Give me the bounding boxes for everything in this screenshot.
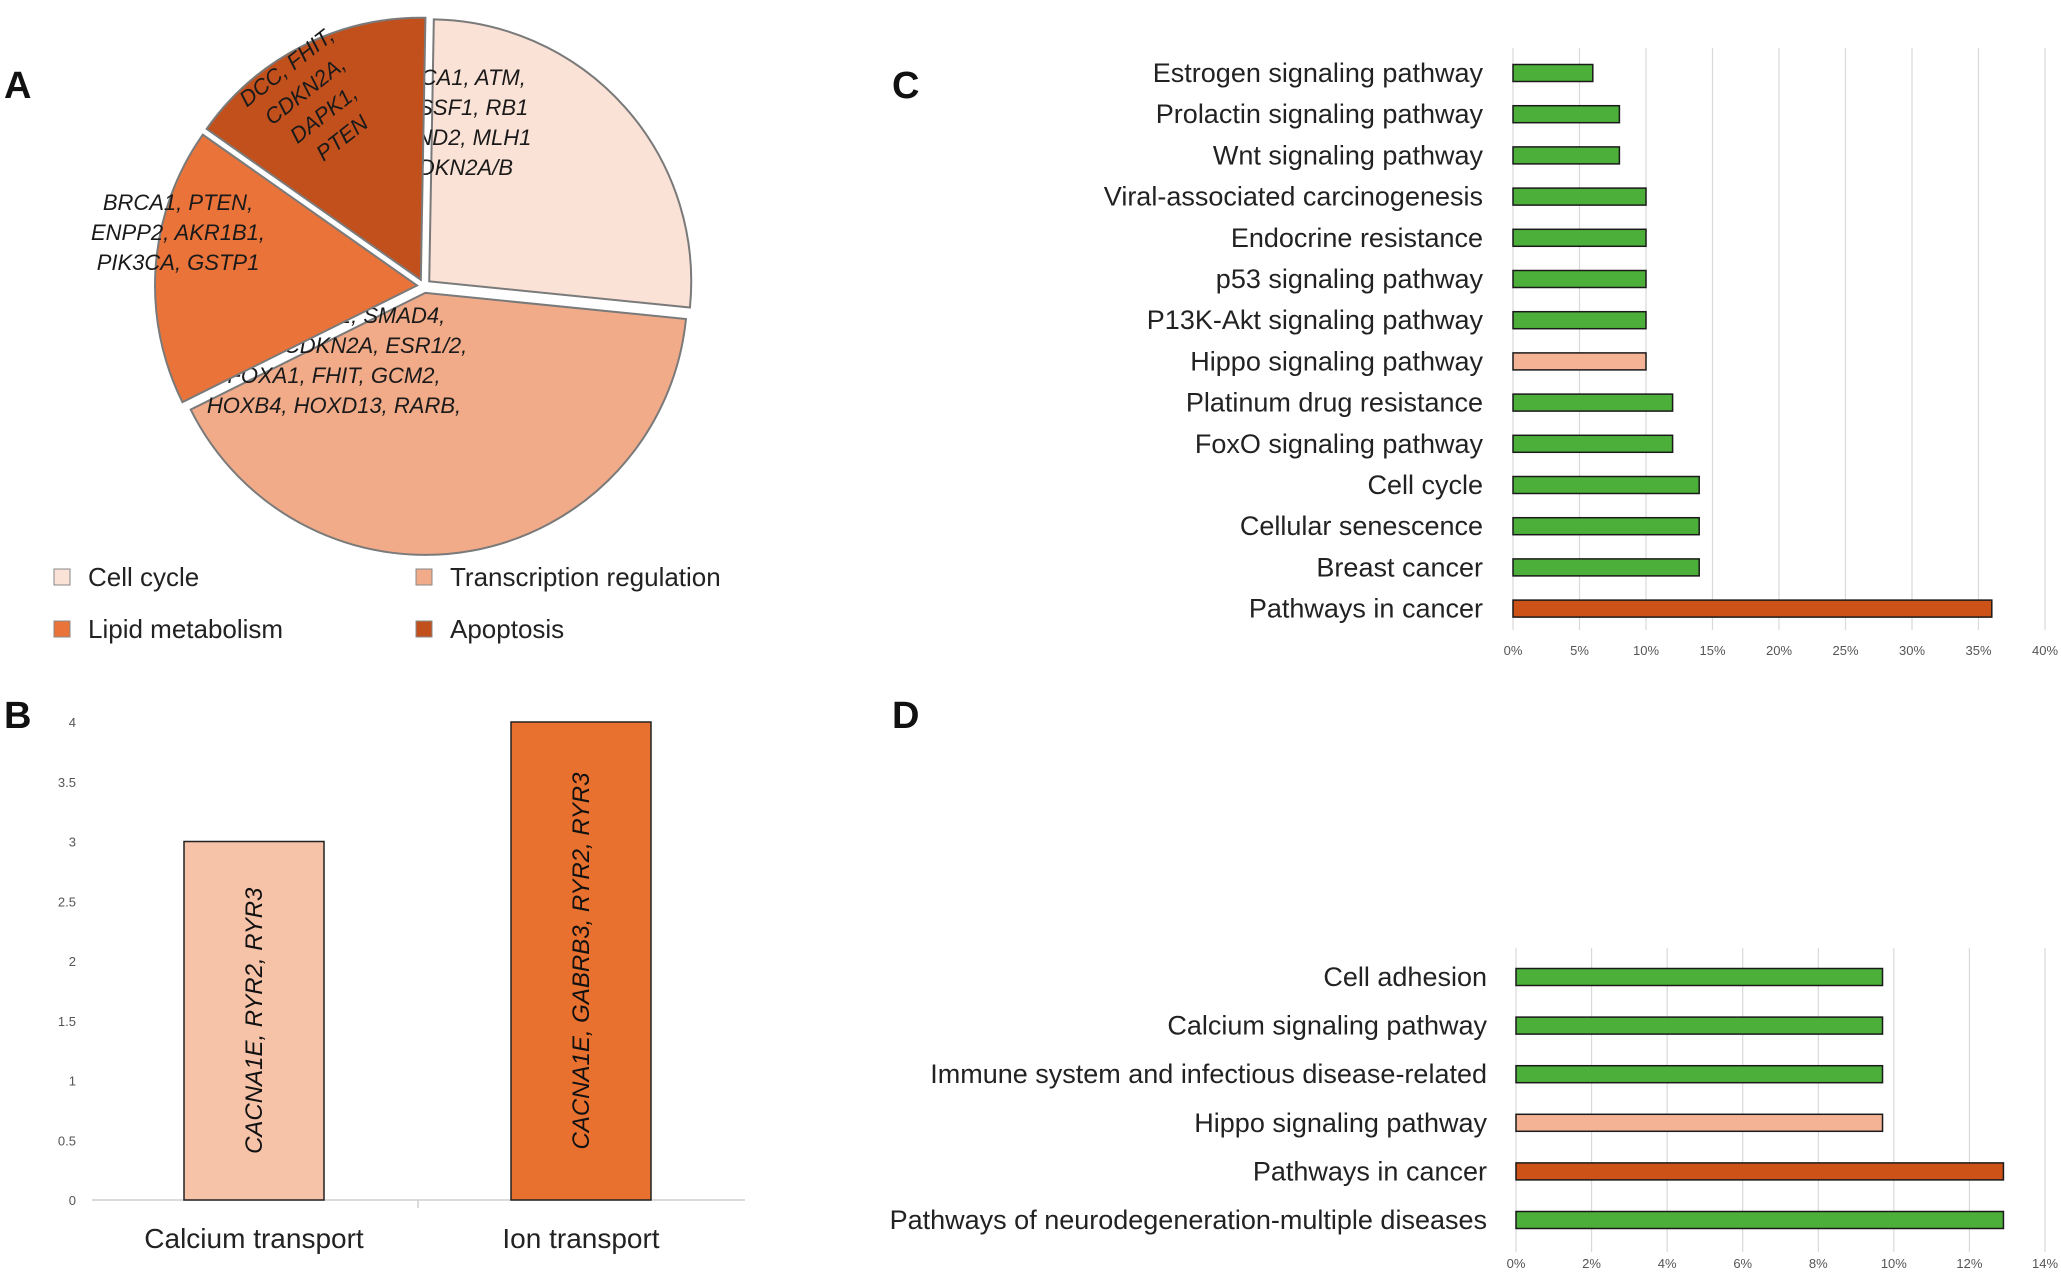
y-tick-label: 2: [69, 954, 76, 969]
bar-row-4: [1515, 1162, 2005, 1181]
y-tick-label: 0: [69, 1193, 76, 1208]
pie-slice-2: [154, 133, 419, 404]
x-tick-label: 12%: [1956, 1256, 1982, 1271]
bar-row-3: [1512, 187, 1647, 206]
panel-letter-a: A: [4, 65, 31, 107]
legend-swatch-0: [53, 568, 71, 586]
legend-label: Lipid metabolism: [88, 614, 283, 644]
bar-row-7: [1512, 352, 1647, 371]
x-tick-label: 15%: [1699, 643, 1725, 658]
bar-row-2: [1515, 1064, 1884, 1084]
bar-row-0: [1512, 63, 1594, 83]
pie-gene-label: FOXA1, FHIT, GCM2,: [227, 363, 440, 388]
bar-row-1: [1512, 104, 1621, 124]
x-tick-label: 30%: [1899, 643, 1925, 658]
bar-row-8: [1512, 393, 1674, 412]
bar-row-6: [1512, 310, 1647, 330]
category-label: Cell adhesion: [1323, 962, 1487, 992]
x-category-label: Ion transport: [502, 1223, 659, 1254]
bar-row-13: [1512, 599, 1993, 618]
category-label: Cell cycle: [1367, 470, 1483, 500]
x-tick-label: 25%: [1832, 643, 1858, 658]
pie-gene-label: HOXB4, HOXD13, RARB,: [207, 393, 461, 418]
x-tick-label: 35%: [1965, 643, 1991, 658]
panel-letter-d: D: [892, 695, 919, 737]
bar-row-9: [1512, 434, 1674, 454]
x-tick-label: 8%: [1809, 1256, 1828, 1271]
category-label: Hippo signaling pathway: [1194, 1108, 1487, 1138]
category-label: Cellular senescence: [1240, 511, 1483, 541]
x-tick-label: 5%: [1570, 643, 1589, 658]
bar-gene-label: CACNA1E, RYR2, RYR3: [241, 887, 268, 1154]
category-label: P13K-Akt signaling pathway: [1147, 305, 1484, 335]
category-label: Pathways of neurodegeneration-multiple d…: [890, 1205, 1487, 1235]
category-label: Pathways in cancer: [1249, 594, 1483, 624]
bar-row-5: [1515, 1210, 2005, 1230]
bar-row-10: [1512, 475, 1700, 495]
x-tick-label: 40%: [2032, 643, 2058, 658]
x-category-label: Calcium transport: [144, 1223, 364, 1254]
x-tick-label: 6%: [1733, 1256, 1752, 1271]
bar-row-12: [1512, 558, 1700, 577]
category-label: Immune system and infectious disease-rel…: [930, 1059, 1487, 1089]
bar-row-11: [1512, 516, 1700, 536]
category-label: p53 signaling pathway: [1216, 264, 1484, 294]
bar-row-4: [1512, 228, 1647, 248]
bar-gene-label: CACNA1E, GABRB3, RYR2, RYR3: [568, 772, 595, 1150]
legend-swatch-1: [415, 568, 433, 586]
pie-slice-0: [428, 18, 693, 309]
category-label: Breast cancer: [1316, 552, 1483, 582]
x-tick-label: 4%: [1658, 1256, 1677, 1271]
bar-b-0: [183, 840, 325, 1201]
x-tick-label: 0%: [1504, 643, 1523, 658]
legend-label: Cell cycle: [88, 562, 199, 592]
y-tick-label: 0.5: [58, 1133, 76, 1148]
x-tick-label: 10%: [1881, 1256, 1907, 1271]
bar-row-0: [1515, 967, 1884, 987]
bar-row-3: [1515, 1113, 1884, 1133]
legend-swatch-3: [415, 620, 433, 638]
bar-row-5: [1512, 269, 1647, 289]
pie-slice-3: [205, 16, 427, 282]
pie-label-group-2: BRCA1, PTEN, ENPP2, AKR1B1, PIK3CA, GSTP1: [91, 190, 265, 275]
x-tick-label: 10%: [1633, 643, 1659, 658]
category-label: Viral-associated carcinogenesis: [1104, 182, 1483, 212]
x-tick-label: 0%: [1507, 1256, 1526, 1271]
x-tick-label: 2%: [1582, 1256, 1601, 1271]
category-label: Hippo signaling pathway: [1190, 346, 1483, 376]
bar-chart-c: 0% 5% 10% 15% 20% 25% 30% 35% 40% Estrogen signal…: [1104, 48, 2058, 658]
y-tick-label: 2.5: [58, 894, 76, 909]
y-tick-label: 4: [69, 715, 76, 730]
y-tick-label: 1.5: [58, 1014, 76, 1029]
legend-label: Transcription regulation: [450, 562, 721, 592]
legend-label: Apoptosis: [450, 614, 564, 644]
y-tick-label: 3: [69, 835, 76, 850]
category-label: FoxO signaling pathway: [1195, 429, 1484, 459]
category-label: Calcium signaling pathway: [1167, 1011, 1487, 1041]
x-tick-label: 14%: [2032, 1256, 2058, 1271]
x-tick-label: 20%: [1766, 643, 1792, 658]
bar-row-2: [1512, 146, 1621, 165]
y-tick-label: 1: [69, 1074, 76, 1089]
bar-chart-d: 0% 2% 4% 6% 8% 10% 12% 14% Cell adhesionCalcium …: [890, 948, 2058, 1271]
category-label: Prolactin signaling pathway: [1156, 99, 1484, 129]
category-label: Wnt signaling pathway: [1213, 140, 1484, 170]
category-label: Platinum drug resistance: [1186, 388, 1483, 418]
pie-gene-label: BRCA1, PTEN,: [103, 190, 253, 215]
category-label: Pathways in cancer: [1253, 1156, 1487, 1186]
category-label: Endocrine resistance: [1231, 223, 1483, 253]
panel-letter-b: B: [4, 695, 31, 737]
pie-gene-label: ENPP2, AKR1B1,: [91, 220, 265, 245]
bar-row-1: [1515, 1016, 1884, 1035]
pie-gene-label: PIK3CA, GSTP1: [97, 250, 260, 275]
y-tick-label: 3.5: [58, 775, 76, 790]
bar-b-1: [510, 721, 652, 1201]
category-label: Estrogen signaling pathway: [1153, 58, 1484, 88]
panel-letter-c: C: [892, 65, 919, 107]
legend-swatch-2: [53, 620, 71, 638]
pie-slice-1: [189, 291, 688, 556]
